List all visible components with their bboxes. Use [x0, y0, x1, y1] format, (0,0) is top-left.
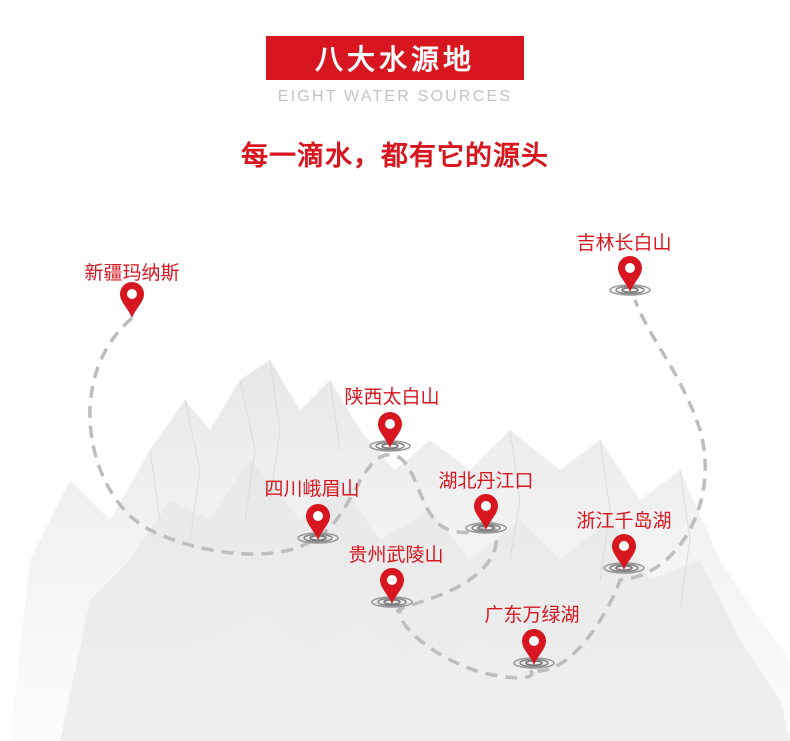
route-path: [88, 299, 707, 680]
location-pin-icon: [120, 282, 144, 318]
page-subtitle: EIGHT WATER SOURCES: [277, 88, 513, 105]
location-pin-icon: [380, 568, 404, 604]
location-marker: [603, 534, 645, 574]
mountain-range: [10, 359, 790, 741]
location-marker: [465, 494, 507, 534]
location-marker: [371, 568, 413, 608]
location-label: 广东万绿湖: [484, 604, 580, 626]
location-pin-icon: [378, 412, 402, 448]
slogan: 每一滴水，都有它的源头: [241, 141, 549, 172]
location-pin-icon: [618, 256, 642, 292]
location-marker: [369, 412, 411, 452]
location-pin-icon: [522, 629, 546, 665]
page-title-text: 八大水源地: [314, 43, 475, 76]
location-marker: [609, 256, 651, 296]
location-label: 四川峨眉山: [264, 478, 360, 500]
location-marker: [120, 282, 144, 318]
location-label: 吉林长白山: [576, 232, 672, 254]
location-label: 新疆玛纳斯: [84, 262, 180, 284]
location-label: 陕西太白山: [344, 386, 440, 408]
location-marker: [513, 629, 555, 669]
location-label: 贵州武陵山: [348, 544, 444, 566]
location-pin-icon: [306, 504, 330, 540]
location-pin-icon: [612, 534, 636, 570]
page-title: 八大水源地: [266, 36, 524, 80]
location-label: 浙江千岛湖: [576, 510, 672, 532]
location-marker: [297, 504, 339, 544]
location-pin-icon: [474, 494, 498, 530]
location-label: 湖北丹江口: [438, 470, 534, 492]
